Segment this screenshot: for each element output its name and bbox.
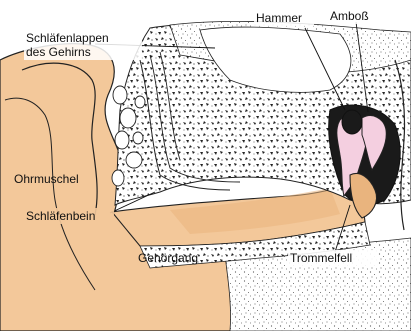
label-temporal-lobe-line1: Schläfenlappen: [26, 31, 109, 45]
label-auricle: Ohrmuschel: [14, 172, 79, 186]
ossicle-head: [342, 110, 362, 134]
label-temporal-bone: Schläfenbein: [26, 209, 95, 223]
label-ear-canal: Gehörgang: [138, 251, 198, 265]
label-anvil: Amboß: [330, 9, 369, 23]
label-eardrum: Trommelfell: [290, 251, 352, 265]
label-temporal-lobe-line2: des Gehirns: [26, 45, 91, 59]
label-hammer: Hammer: [256, 11, 302, 25]
